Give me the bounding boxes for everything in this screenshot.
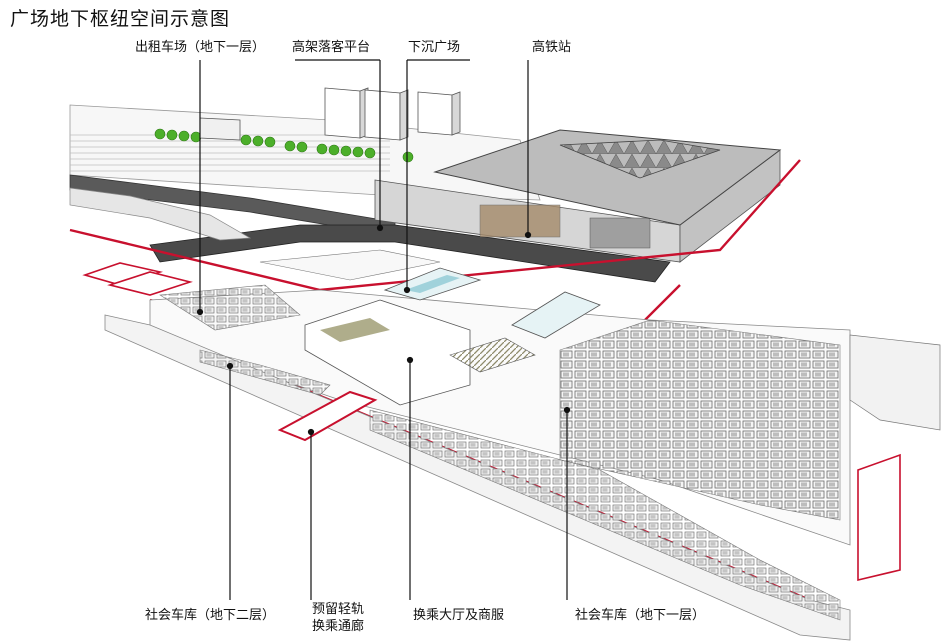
label-sunken-plaza: 下沉广场 bbox=[408, 40, 461, 55]
right-wall bbox=[849, 334, 941, 431]
parking-b2 bbox=[369, 409, 841, 621]
towers bbox=[199, 87, 461, 141]
parking-b2-left bbox=[199, 349, 331, 396]
right-block bbox=[857, 453, 901, 582]
label-lightrail-line1: 预留轻轨 bbox=[311, 602, 364, 617]
label-lightrail: 预留轻轨 换乘通廊 bbox=[302, 601, 374, 635]
leader-lines bbox=[196, 59, 571, 600]
label-elevated-dropoff: 高架落客平台 bbox=[292, 40, 371, 55]
transfer-hall bbox=[259, 249, 601, 406]
left-ramps bbox=[82, 262, 164, 286]
road-to-station bbox=[149, 224, 671, 283]
left-ramp-2 bbox=[107, 271, 193, 296]
tree-row bbox=[154, 128, 414, 163]
diagram-title: 广场地下枢纽空间示意图 bbox=[10, 8, 231, 30]
label-hsr-station: 高铁站 bbox=[532, 40, 572, 55]
label-transfer-hall: 换乘大厅及商服 bbox=[413, 608, 505, 623]
label-lightrail-line2: 换乘通廊 bbox=[311, 619, 364, 634]
parking-b1-left bbox=[159, 284, 301, 331]
label-garage-b1: 社会车库（地下一层） bbox=[575, 608, 706, 623]
label-garage-b2: 社会车库（地下二层） bbox=[145, 608, 276, 623]
ramp-curve bbox=[69, 187, 252, 241]
label-taxi-stand: 出租车场（地下一层） bbox=[135, 40, 266, 55]
lightrail-corridor bbox=[277, 390, 378, 442]
